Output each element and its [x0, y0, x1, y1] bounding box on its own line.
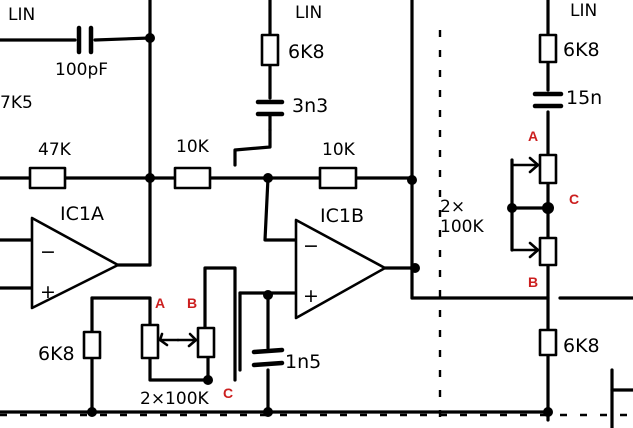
- pots-right-label-line2: 100K: [440, 217, 484, 237]
- cap-100pf-label: 100pF: [55, 60, 108, 80]
- pots-left-label: 2×100K: [140, 389, 210, 409]
- ic1a-minus-sign: −: [40, 241, 56, 263]
- res-6k8-right-bottom-label: 6K8: [563, 335, 600, 357]
- capacitor-3n3: [255, 99, 285, 132]
- resistor-6k8-top: [260, 33, 280, 67]
- capacitor-100pf: [76, 25, 94, 55]
- annotation-a-right: A: [528, 128, 538, 144]
- annotation-a-left: A: [155, 295, 165, 311]
- resistor-6k8-left: [82, 330, 102, 360]
- capacitor-1n5: [251, 347, 285, 368]
- res-6k8-left-label: 6K8: [38, 343, 75, 365]
- resistor-6k8-right-top: [538, 33, 558, 64]
- res-47k-label: 47K: [38, 140, 72, 160]
- resistor-10k-1: [173, 166, 212, 190]
- lin-label-left: LIN: [8, 5, 35, 25]
- annotation-b-right: B: [528, 274, 538, 290]
- cap-1n5-label: 1n5: [285, 351, 321, 373]
- cap-3n3-label: 3n3: [292, 95, 328, 117]
- pot-right-a: [510, 153, 558, 185]
- resistor-10k-2: [318, 166, 358, 190]
- ic1b-plus-sign: +: [303, 285, 319, 307]
- annotation-c-left: C: [223, 385, 233, 401]
- annotation-c-right: C: [569, 191, 579, 207]
- junction-dots: [87, 33, 554, 417]
- opamp-ic1b: [294, 218, 387, 320]
- cap-15n-label: 15n: [566, 87, 602, 109]
- ic1b-label: IC1B: [320, 205, 364, 227]
- res-6k8-top-label: 6K8: [288, 41, 325, 63]
- pot-right-b: [510, 236, 558, 267]
- annotation-b-left: B: [187, 295, 197, 311]
- resistor-47k: [28, 166, 67, 190]
- res-10k-2-label: 10K: [322, 140, 356, 160]
- res-6k8-right-top-label: 6K8: [563, 39, 600, 61]
- opamp-ic1a: [30, 216, 120, 310]
- resistor-6k8-right-bottom: [538, 328, 558, 357]
- lin-label-right: LIN: [570, 1, 597, 21]
- pot-left-b: [176, 326, 216, 359]
- lin-label-middle: LIN: [295, 3, 322, 23]
- res-10k-1-label: 10K: [176, 137, 210, 157]
- capacitor-15n: [532, 91, 564, 109]
- ic1b-minus-sign: −: [303, 235, 319, 257]
- ic1a-label: IC1A: [60, 203, 104, 225]
- ic1a-plus-sign: +: [40, 281, 56, 303]
- res-7k5-label: 7K5: [0, 93, 33, 113]
- pots-right-label-line1: 2×: [440, 197, 465, 217]
- pot-left-a: [140, 323, 180, 360]
